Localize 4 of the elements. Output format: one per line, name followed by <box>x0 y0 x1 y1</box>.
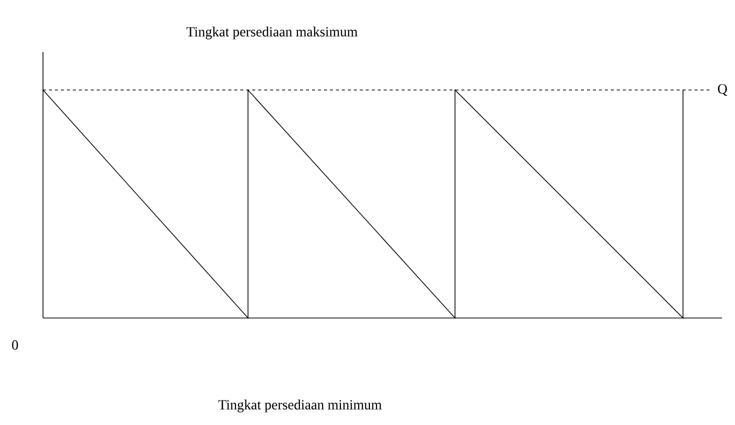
caption-text: Tingkat persediaan minimum <box>218 400 382 412</box>
axis-label: 0 <box>12 340 18 350</box>
caption-text: Tingkat persediaan maksimum <box>186 26 358 40</box>
axis-label: Q <box>718 84 728 96</box>
